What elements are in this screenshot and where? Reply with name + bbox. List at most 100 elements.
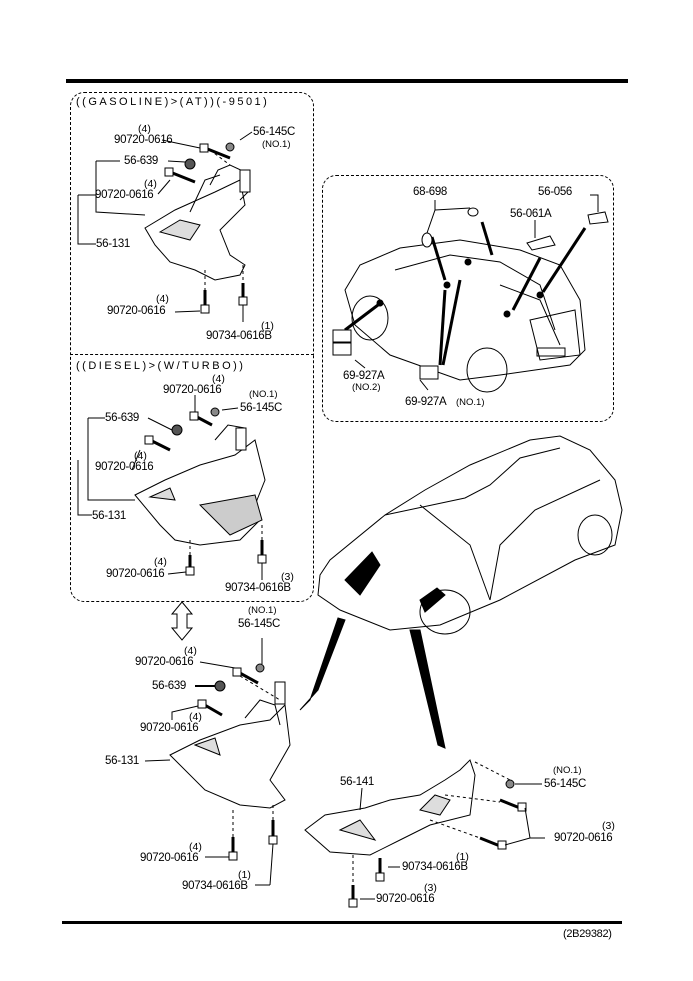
gasoline-bolt-b-part[interactable]: 90734-0616B	[206, 330, 272, 342]
diesel-bolt-b-shape	[257, 540, 267, 580]
main-right-bolt-side-part[interactable]: 90720-0616	[554, 832, 613, 844]
main-right-clip-part[interactable]: 56-145C	[544, 778, 587, 790]
figure-id: (2B29382)	[563, 928, 612, 940]
main-left-bolt-b-qty: (1)	[238, 869, 251, 881]
main-right-bolt-bottom-part[interactable]: 90720-0616	[376, 893, 435, 905]
diesel-bolt-mid-part[interactable]: 90720-0616	[95, 461, 154, 473]
main-left-nut-shape	[214, 680, 226, 692]
gasoline-bolt-mid-part[interactable]: 90720-0616	[95, 189, 154, 201]
diesel-bolt-mid-shape	[144, 435, 171, 452]
main-left-cover-part[interactable]: 56-131	[105, 755, 140, 767]
main-right-under-cover-drawing	[304, 759, 476, 856]
main-left-bolt-top-part[interactable]: 90720-0616	[135, 656, 194, 668]
diesel-bolt-mid-qty: (4)	[134, 450, 147, 462]
main-right-bolt-b-part[interactable]: 90734-0616B	[402, 861, 468, 873]
interior-pad-no2-part[interactable]: 69-927A	[343, 370, 385, 382]
interior-plug-shape	[421, 207, 479, 248]
gasoline-bolt-bottom-qty: (4)	[156, 293, 169, 305]
main-right-bolt-b-shape	[375, 858, 385, 882]
diesel-clip-note: (NO.1)	[249, 389, 278, 400]
main-left-clip-shape	[255, 663, 265, 673]
interior-seal-b-shape	[587, 211, 609, 225]
main-left-bolt-mid-shape	[197, 699, 223, 717]
gasoline-bolt-top-shape	[199, 143, 231, 160]
diesel-bolt-top-qty: (4)	[212, 373, 225, 385]
main-right-bolt-b-qty: (1)	[456, 851, 469, 863]
main-right-bolt-side-qty: (3)	[602, 820, 615, 832]
interior-pad-no1-part[interactable]: 69-927A	[405, 396, 447, 408]
main-left-bolt-b-shape	[268, 820, 278, 886]
main-left-bolt-bottom-qty: (4)	[189, 841, 202, 853]
main-car-drawing	[317, 435, 623, 635]
main-left-nut-part[interactable]: 56-639	[152, 680, 187, 692]
interior-pad-no1-note: (NO.1)	[456, 397, 485, 408]
diesel-section-box	[70, 354, 314, 602]
main-right-bolt-side-shape	[479, 798, 527, 850]
gasoline-leaders	[77, 131, 253, 313]
interior-pointer-lines	[344, 221, 587, 366]
main-left-bolt-mid-part[interactable]: 90720-0616	[140, 722, 199, 734]
main-car-pointers	[299, 617, 446, 749]
gasoline-bolt-b-shape	[238, 283, 248, 322]
diesel-bolt-top-part[interactable]: 90720-0616	[163, 384, 222, 396]
diesel-bolt-bottom-shape	[185, 555, 195, 576]
gasoline-bolt-mid-qty: (4)	[144, 178, 157, 190]
interior-plug-part[interactable]: 68-698	[413, 186, 448, 198]
top-rule	[66, 79, 628, 83]
diesel-section-title: ((DIESEL)>(W/TURBO))	[76, 360, 246, 372]
interior-seal-a-shape	[526, 235, 556, 251]
gasoline-bolt-bottom-part[interactable]: 90720-0616	[107, 305, 166, 317]
main-left-bolt-b-part[interactable]: 90734-0616B	[182, 880, 248, 892]
diesel-cover-part[interactable]: 56-131	[92, 510, 127, 522]
diesel-nut-shape	[171, 424, 183, 436]
gasoline-bolt-mid-shape	[164, 167, 196, 184]
diesel-bolt-b-part[interactable]: 90734-0616B	[225, 582, 291, 594]
main-left-bolt-top-qty: (4)	[184, 645, 197, 657]
main-left-leaders	[144, 638, 270, 886]
diesel-leaders	[77, 395, 239, 575]
gasoline-bolt-b-qty: (1)	[261, 320, 274, 332]
interior-seal-b-part[interactable]: 56-056	[538, 186, 573, 198]
gasoline-section-box	[70, 92, 314, 355]
bottom-rule	[62, 921, 622, 924]
diesel-bolt-b-qty: (3)	[281, 571, 294, 583]
main-right-clip-shape	[505, 779, 515, 789]
interior-seal-a-part[interactable]: 56-061A	[510, 208, 552, 220]
interior-pad-no1-shape	[419, 365, 439, 380]
diesel-nut-part[interactable]: 56-639	[105, 412, 140, 424]
diesel-under-cover-drawing	[134, 424, 266, 546]
gasoline-bolt-top-qty: (4)	[138, 123, 151, 135]
gasoline-cover-part[interactable]: 56-131	[96, 238, 131, 250]
interior-section-box	[322, 175, 614, 422]
main-left-bolt-bottom-part[interactable]: 90720-0616	[140, 852, 199, 864]
interior-pad-no2-note: (NO.2)	[352, 382, 381, 393]
main-left-bolt-top-shape	[232, 667, 259, 685]
main-right-leaders	[359, 783, 545, 900]
diesel-bolt-bottom-qty: (4)	[154, 556, 167, 568]
gasoline-nut-part[interactable]: 56-639	[124, 155, 159, 167]
main-right-bolt-bottom-shape	[348, 885, 358, 908]
main-left-under-cover-drawing	[169, 681, 291, 809]
gasoline-nut-shape	[184, 158, 196, 170]
double-arrow-icon	[170, 601, 194, 641]
main-left-clip-note: (NO.1)	[248, 605, 277, 616]
interior-leaders	[354, 194, 599, 391]
diesel-bolt-bottom-part[interactable]: 90720-0616	[106, 568, 165, 580]
gasoline-under-cover-drawing	[144, 164, 251, 281]
main-right-cover-part[interactable]: 56-141	[340, 776, 375, 788]
interior-car-drawing	[344, 239, 586, 393]
diesel-clip-part[interactable]: 56-145C	[240, 402, 283, 414]
diesel-clip-shape	[210, 407, 220, 417]
diesel-bolt-top-shape	[189, 411, 213, 427]
main-left-clip-part[interactable]: 56-145C	[238, 618, 281, 630]
main-left-bolt-mid-qty: (4)	[189, 711, 202, 723]
main-right-clip-note: (NO.1)	[553, 765, 582, 776]
gasoline-clip-note: (NO.1)	[262, 139, 291, 150]
gasoline-bolt-bottom-shape	[200, 290, 210, 314]
interior-pad-no2-shape	[332, 329, 352, 356]
gasoline-section-title: ((GASOLINE)>(AT))(-9501)	[76, 96, 270, 108]
gasoline-clip-part[interactable]: 56-145C	[253, 126, 296, 138]
main-right-bolt-bottom-qty: (3)	[424, 882, 437, 894]
gasoline-bolt-top-part[interactable]: 90720-0616	[114, 134, 173, 146]
